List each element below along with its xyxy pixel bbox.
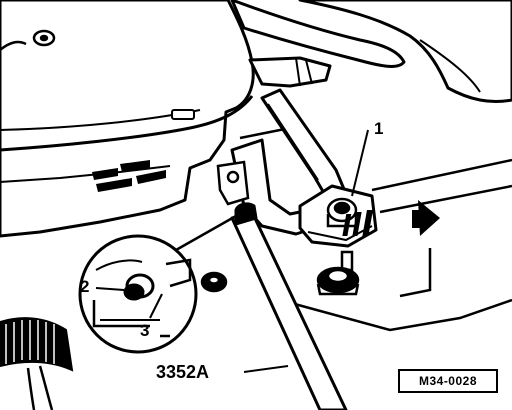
tool-socket xyxy=(216,160,250,206)
upper-panel xyxy=(230,0,512,103)
lower-nut xyxy=(316,250,360,296)
leader-lines xyxy=(95,129,369,373)
callout-part-1: 1 xyxy=(374,119,383,138)
arrow-right-icon xyxy=(342,200,440,236)
detail-magnifier xyxy=(78,214,237,354)
frame-lines xyxy=(239,124,512,332)
corrugated-hose xyxy=(0,317,74,410)
special-tool-shaft xyxy=(230,202,348,410)
small-nut xyxy=(200,271,228,293)
callout-tool-3352a: 3352A xyxy=(156,362,209,382)
vent-slots xyxy=(92,160,166,192)
callout-part-3: 3 xyxy=(140,321,149,340)
callout-part-2: 2 xyxy=(80,277,89,296)
screw-top-left xyxy=(0,29,56,51)
figure-reference-code: M34-0028 xyxy=(398,369,498,393)
console-housing xyxy=(0,0,255,238)
